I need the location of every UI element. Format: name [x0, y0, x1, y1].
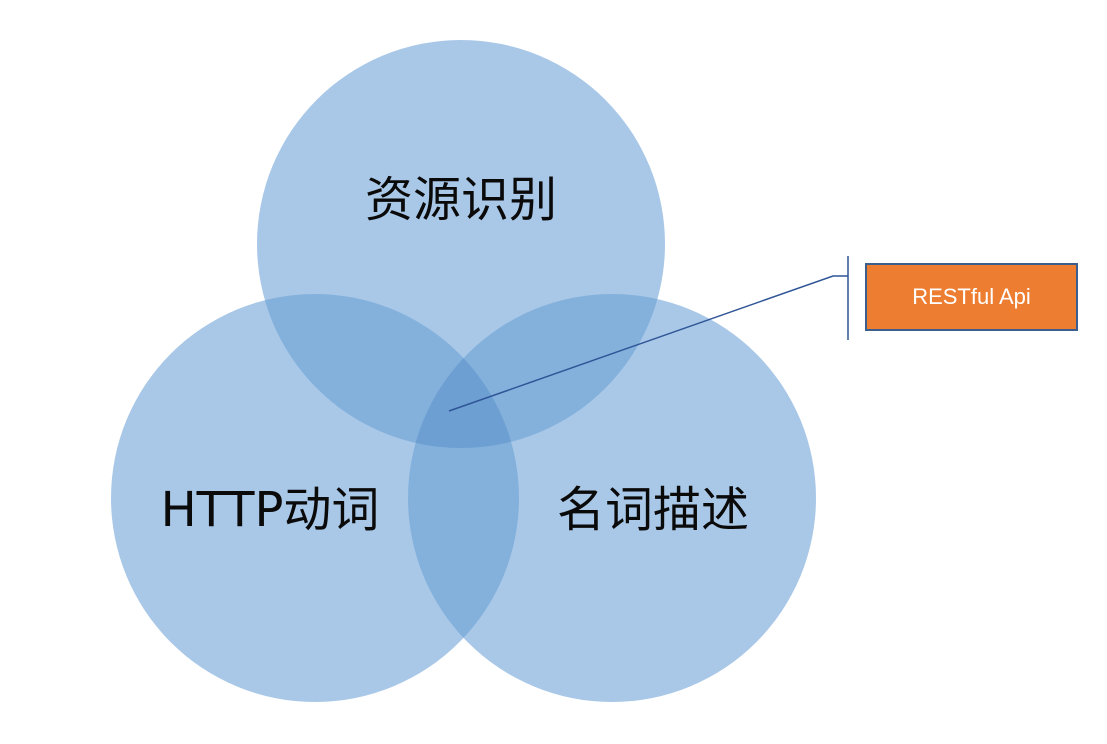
callout-box: RESTful Api [865, 263, 1078, 331]
overlap-top-right [408, 294, 665, 448]
circle-right-label: 名词描述 [556, 482, 750, 538]
overlap-top-left [257, 294, 519, 448]
callout-leader-line [448, 275, 848, 412]
callout-label: RESTful Api [912, 284, 1031, 309]
circle-top-label: 资源识别 [364, 172, 558, 228]
circle-left-label: HTTP动词 [160, 482, 380, 538]
